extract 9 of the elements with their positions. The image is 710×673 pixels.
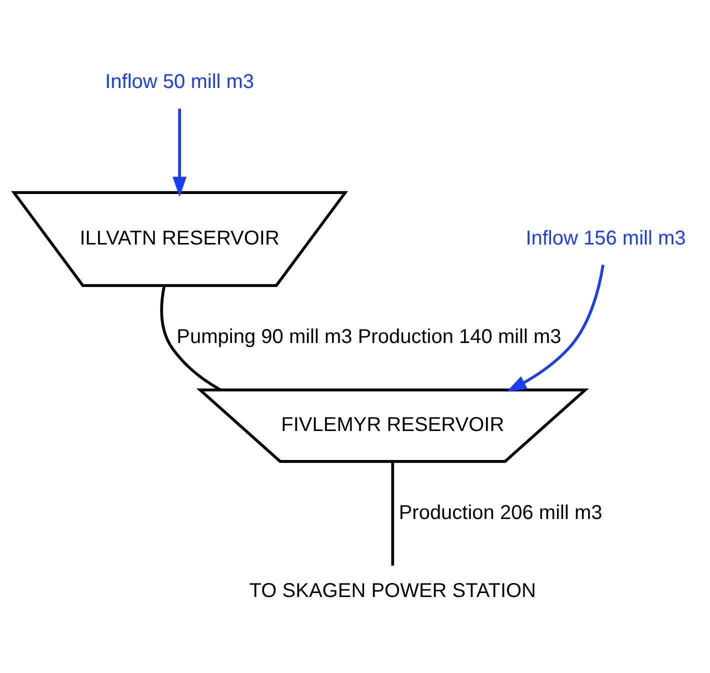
node-text: Inflow 50 mill m3: [105, 70, 254, 92]
node-text: TO SKAGEN POWER STATION: [249, 579, 536, 602]
connector: [391, 461, 394, 566]
connector: [160, 284, 222, 390]
edge-label: Pumping 90 mill m3 Production 140 mill m3: [176, 326, 562, 348]
node-text: Inflow 156 mill m3: [526, 226, 686, 249]
edge-label: Production 206 mill m3: [398, 501, 602, 524]
arrow: [506, 264, 604, 392]
arrow: [172, 108, 187, 196]
